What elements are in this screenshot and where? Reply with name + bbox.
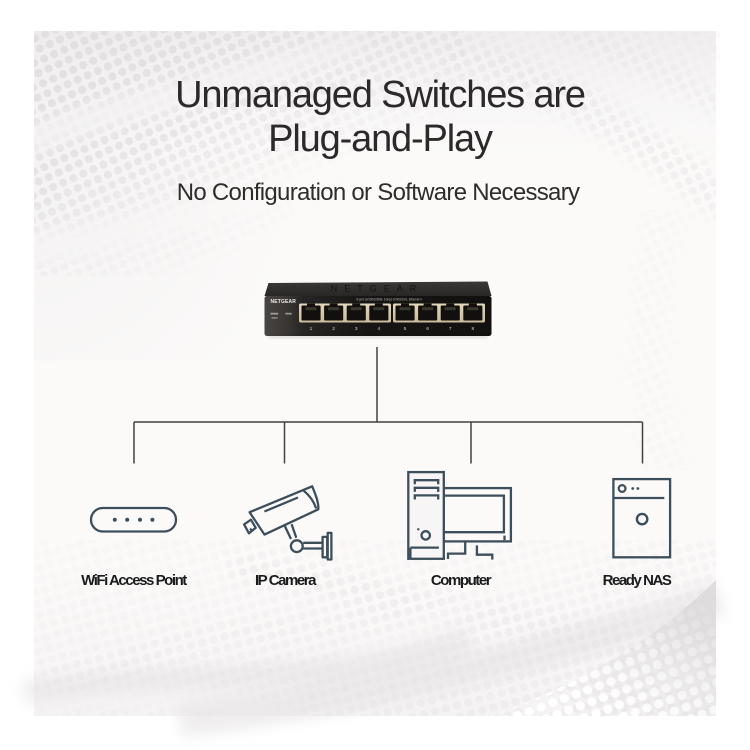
svg-text:5: 5 bbox=[404, 326, 407, 332]
svg-text:3: 3 bbox=[355, 326, 358, 332]
svg-text:6: 6 bbox=[426, 326, 429, 332]
svg-text:8-port 10/100/1000M, 1Gbps-100: 8-port 10/100/1000M, 1Gbps-1000G/10G, Et… bbox=[357, 298, 423, 302]
svg-text:NETGEAR: NETGEAR bbox=[271, 299, 297, 305]
svg-text:8: 8 bbox=[471, 326, 474, 332]
svg-text:4: 4 bbox=[377, 326, 380, 332]
svg-text:7: 7 bbox=[449, 326, 452, 332]
svg-text:NETGEAR: NETGEAR bbox=[331, 284, 424, 294]
svg-text:1: 1 bbox=[310, 326, 313, 332]
svg-text:2: 2 bbox=[332, 326, 335, 332]
